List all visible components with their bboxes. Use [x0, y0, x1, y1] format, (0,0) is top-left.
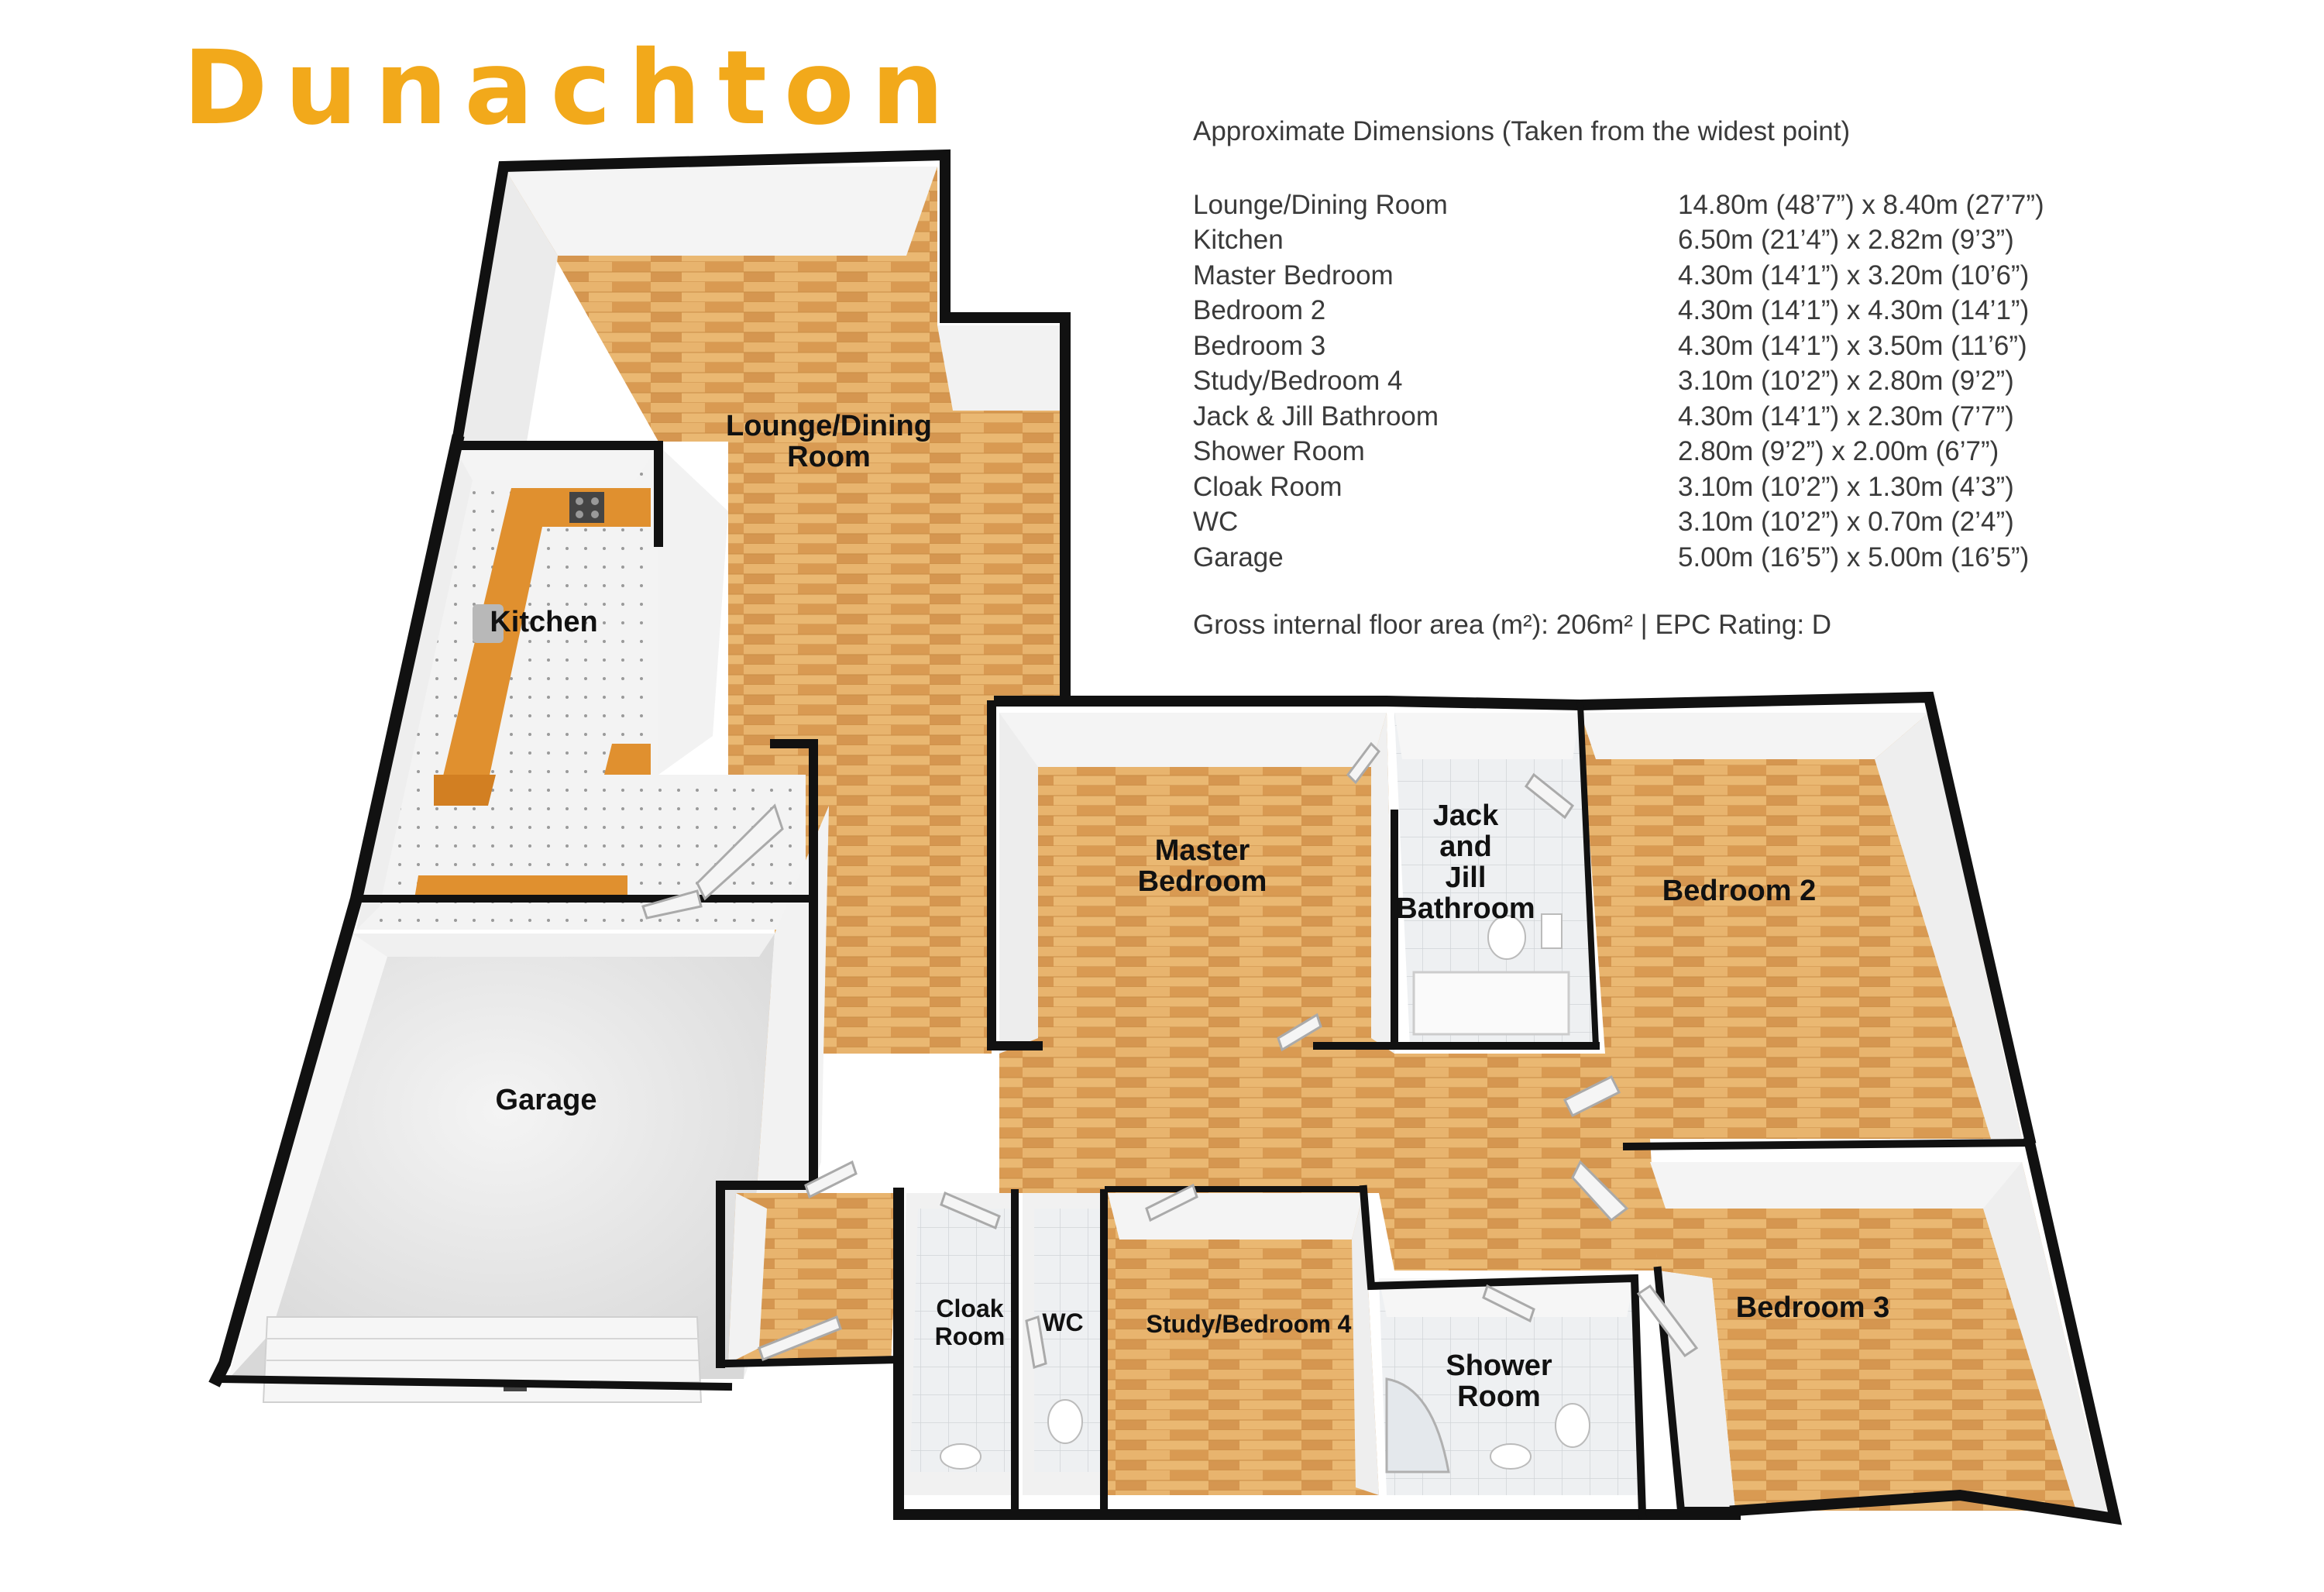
label-master-line2: Bedroom: [1138, 865, 1267, 898]
walls: [208, 149, 2123, 1525]
room-jack-jill-bathroom: [1394, 713, 1596, 1046]
label-bedroom-2: Bedroom 2: [1662, 875, 1816, 907]
label-jj-line3: Jill: [1446, 861, 1487, 894]
label-jj-line2: and: [1439, 830, 1492, 863]
dimension-room-name: Study/Bedroom 4: [1193, 366, 1403, 397]
label-bedroom-3: Bedroom 3: [1736, 1291, 1889, 1324]
room-wc: [1023, 1193, 1100, 1495]
room-shower: [1379, 1278, 1642, 1495]
dimension-size: 3.10m (10’2”) x 0.70m (2’4”): [1678, 507, 2014, 538]
room-cloak: [899, 1193, 1015, 1495]
dimension-row: Master Bedroom 4.30m (14’1”) x 3.20m (10’…: [1193, 258, 2044, 294]
dimension-row: Lounge/Dining Room 14.80m (48’7”) x 8.40m…: [1193, 187, 2044, 223]
label-shower-line2: Room: [1457, 1381, 1541, 1413]
dimension-row: Bedroom 2 4.30m (14’1”) x 4.30m (14’1”): [1193, 294, 2044, 329]
dimension-size: 3.10m (10’2”) x 2.80m (9’2”): [1678, 366, 2014, 397]
label-kitchen: Kitchen: [490, 606, 597, 638]
property-title: Dunachton: [183, 29, 961, 148]
label-jj-line1: Jack: [1433, 799, 1499, 832]
dimension-room-name: Jack & Jill Bathroom: [1193, 401, 1439, 432]
room-study-bedroom-4: [1108, 1193, 1379, 1495]
dimension-room-name: Master Bedroom: [1193, 260, 1394, 291]
label-wc: WC: [1042, 1308, 1083, 1336]
dimension-size: 6.50m (21’4”) x 2.82m (9’3”): [1678, 225, 2014, 256]
dimensions-table: Lounge/Dining Room 14.80m (48’7”) x 8.40m…: [1193, 187, 2044, 576]
dimension-row: Jack & Jill Bathroom 4.30m (14’1”) x 2.30…: [1193, 399, 2044, 435]
gross-area-text: Gross internal floor area (m²): 206m² | …: [1193, 609, 1832, 640]
label-cloak-line2: Room: [935, 1322, 1006, 1350]
entrance-hall: [728, 1193, 899, 1363]
dimension-row: WC 3.10m (10’2”) x 0.70m (2’4”): [1193, 505, 2044, 541]
dimension-row: Kitchen 6.50m (21’4”) x 2.82m (9’3”): [1193, 223, 2044, 259]
room-bedroom-2: [1580, 713, 2022, 1139]
label-master-line1: Master: [1155, 834, 1250, 867]
label-shower-line1: Shower: [1446, 1350, 1552, 1382]
dimension-size: 4.30m (14’1”) x 3.20m (10’6”): [1678, 260, 2030, 291]
label-lounge-line1: Lounge/Dining: [726, 410, 932, 442]
dimension-room-name: Garage: [1193, 542, 1284, 573]
room-lounge-dining: [457, 167, 1061, 1185]
room-labels: Lounge/Dining Room Kitchen Garage Master…: [490, 410, 1889, 1413]
dimension-room-name: Bedroom 2: [1193, 295, 1326, 326]
dimension-room-name: Bedroom 3: [1193, 330, 1326, 361]
room-master-bedroom: [999, 713, 1394, 1054]
dimensions-panel: Approximate Dimensions (Taken from the w…: [1193, 116, 2200, 641]
dimension-size: 4.30m (14’1”) x 4.30m (14’1”): [1678, 295, 2030, 326]
dimension-room-name: Kitchen: [1193, 225, 1284, 256]
dimension-row: Cloak Room 3.10m (10’2”) x 1.30m (4’3”): [1193, 469, 2044, 505]
dimension-room-name: WC: [1193, 507, 1239, 538]
dimension-row: Shower Room 2.80m (9’2”) x 2.00m (6’7”): [1193, 435, 2044, 470]
dimension-room-name: Lounge/Dining Room: [1193, 189, 1448, 220]
dimension-size: 4.30m (14’1”) x 2.30m (7’7”): [1678, 401, 2014, 432]
dimension-room-name: Shower Room: [1193, 436, 1365, 467]
dimension-row: Garage 5.00m (16’5”) x 5.00m (16’5”): [1193, 540, 2044, 576]
label-jj-line4: Bathroom: [1396, 892, 1535, 925]
dimension-size: 5.00m (16’5”) x 5.00m (16’5”): [1678, 542, 2030, 573]
dimension-size: 14.80m (48’7”) x 8.40m (27’7”): [1678, 189, 2044, 220]
room-bedroom-3: [1650, 1162, 2107, 1511]
label-cloak-line1: Cloak: [936, 1295, 1003, 1322]
dimension-size: 3.10m (10’2”) x 1.30m (4’3”): [1678, 471, 2014, 502]
doors: [641, 741, 1699, 1369]
label-garage: Garage: [496, 1084, 597, 1116]
room-kitchen: [356, 445, 806, 930]
dimension-row: Bedroom 3 4.30m (14’1”) x 3.50m (11’6”): [1193, 328, 2044, 364]
dimension-size: 2.80m (9’2”) x 2.00m (6’7”): [1678, 436, 1999, 467]
corridor: [999, 1054, 1658, 1271]
dimension-row: Study/Bedroom 4 3.10m (10’2”) x 2.80m (9’…: [1193, 364, 2044, 400]
label-study-bedroom-4: Study/Bedroom 4: [1147, 1310, 1352, 1338]
dimensions-heading: Approximate Dimensions (Taken from the w…: [1193, 116, 1851, 146]
label-lounge-line2: Room: [787, 441, 871, 473]
dimension-size: 4.30m (14’1”) x 3.50m (11’6”): [1678, 330, 2027, 361]
dimension-room-name: Cloak Room: [1193, 471, 1342, 502]
